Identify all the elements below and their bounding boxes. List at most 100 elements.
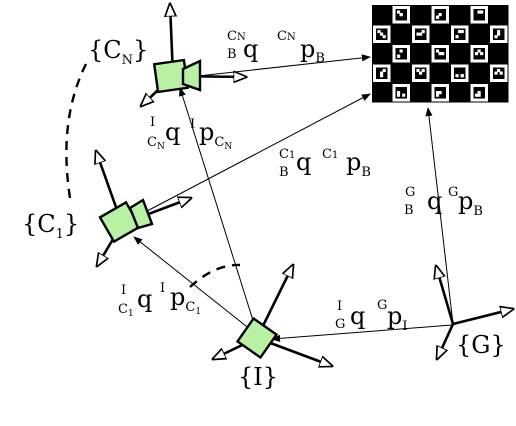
- svg-text:q: q: [350, 302, 365, 330]
- svg-text:q: q: [243, 35, 258, 63]
- imu-icon: [235, 316, 279, 360]
- camera-lens-icon: [128, 198, 154, 230]
- aruco-bit: [477, 93, 481, 97]
- aruco-bit: [416, 68, 420, 73]
- svg-text:I: I: [121, 283, 126, 298]
- aruco-bit: [421, 68, 425, 73]
- svg-text:G: G: [448, 185, 458, 200]
- svg-text:I: I: [160, 281, 165, 296]
- svg-text:CN: CN: [227, 29, 246, 44]
- camera-c1: [96, 151, 191, 266]
- aruco-marker: [454, 28, 466, 40]
- frame-label-global: {G}: [456, 331, 506, 359]
- aruco-bit: [497, 32, 501, 36]
- transform-label-i-cn: I CN q I pCN: [147, 115, 232, 152]
- aruco-bit: [419, 32, 423, 36]
- frame-label-cn: {CN}: [88, 36, 148, 68]
- aruco-bit: [435, 15, 440, 19]
- aruco-bit: [380, 32, 384, 36]
- svg-text:G: G: [377, 298, 387, 313]
- arrow-c1-to-board: [129, 93, 371, 221]
- aruco-bit: [458, 29, 462, 34]
- svg-text:pCN: pCN: [199, 118, 232, 152]
- aruco-bit: [396, 10, 401, 14]
- svg-text:I: I: [190, 117, 195, 132]
- aruco-marker: [395, 87, 407, 99]
- svg-text:C1: C1: [279, 147, 295, 162]
- transform-label-i-c1: I C1 q I pC1: [118, 281, 201, 319]
- aruco-marker: [473, 9, 485, 21]
- transform-label-g-i: I G q G pI: [335, 298, 408, 334]
- svg-text:C1: C1: [322, 147, 338, 162]
- aruco-bit: [399, 49, 403, 53]
- svg-text:q: q: [427, 187, 442, 215]
- aruco-bit: [455, 74, 459, 78]
- aruco-bit: [435, 49, 440, 53]
- svg-text:I: I: [337, 299, 342, 314]
- aruco-bit: [435, 93, 440, 97]
- aruco-bit: [380, 71, 384, 75]
- aruco-bit: [460, 74, 464, 78]
- svg-text:q: q: [296, 148, 311, 176]
- arrow-global-to-board: [425, 107, 454, 325]
- aruco-bit: [455, 35, 459, 39]
- aruco-bit: [419, 71, 423, 75]
- svg-text:q: q: [137, 285, 152, 313]
- camera-cn: [141, 4, 246, 106]
- aruco-bit: [477, 91, 481, 95]
- svg-text:CN: CN: [277, 29, 296, 44]
- dashed-arc-imu-angle: [189, 263, 241, 288]
- aruco-bit: [421, 29, 425, 34]
- dashed-arc-cn-c1: [65, 63, 88, 199]
- imu-sensor: [213, 265, 332, 366]
- checkerboard-target: [372, 5, 509, 103]
- svg-text:pB: pB: [300, 35, 325, 66]
- aruco-bit: [497, 68, 501, 73]
- svg-text:pB: pB: [346, 148, 371, 180]
- global-frame-axes: [436, 266, 513, 359]
- aruco-bit: [435, 91, 440, 95]
- arrow-imu-to-cn: [178, 87, 257, 331]
- aruco-bit: [399, 13, 403, 17]
- aruco-marker: [395, 48, 407, 60]
- frame-label-c1: {C1}: [22, 210, 79, 242]
- aruco-bit: [396, 54, 401, 58]
- aruco-bit: [438, 13, 442, 17]
- aruco-bit: [396, 93, 401, 97]
- aruco-bit: [416, 32, 420, 36]
- aruco-bit: [474, 52, 479, 56]
- transform-label-c1-b: C1 B q C1 pB: [279, 147, 371, 180]
- aruco-marker: [454, 67, 466, 79]
- arrow-global-to-imu: [271, 324, 453, 342]
- frame-label-imu: {I}: [238, 363, 278, 391]
- aruco-bit: [402, 93, 406, 97]
- aruco-bit: [438, 91, 442, 95]
- svg-text:B: B: [279, 165, 289, 180]
- svg-text:pB: pB: [458, 187, 483, 219]
- aruco-marker: [473, 48, 485, 60]
- aruco-bit: [382, 35, 386, 39]
- aruco-bit: [460, 29, 464, 34]
- aruco-marker: [493, 67, 505, 79]
- aruco-bit: [382, 68, 386, 73]
- aruco-bit: [497, 29, 501, 34]
- svg-text:G: G: [335, 317, 345, 332]
- svg-text:G: G: [405, 185, 415, 200]
- aruco-bit: [396, 91, 401, 95]
- aruco-bit: [441, 52, 445, 56]
- aruco-bit: [477, 10, 481, 14]
- arrow-cn-to-board: [197, 54, 371, 77]
- svg-text:pI: pI: [387, 302, 408, 334]
- svg-text:B: B: [227, 47, 237, 62]
- aruco-bit: [438, 52, 442, 56]
- transform-label-cn-b: CN B q CN pB: [227, 29, 325, 66]
- aruco-bit: [480, 10, 484, 14]
- aruco-bit: [380, 74, 384, 78]
- aruco-bit: [377, 29, 381, 34]
- svg-text:CN: CN: [147, 135, 165, 152]
- aruco-bit: [494, 71, 498, 75]
- svg-text:B: B: [404, 203, 414, 218]
- svg-text:I: I: [150, 115, 155, 130]
- aruco-bit: [494, 35, 498, 39]
